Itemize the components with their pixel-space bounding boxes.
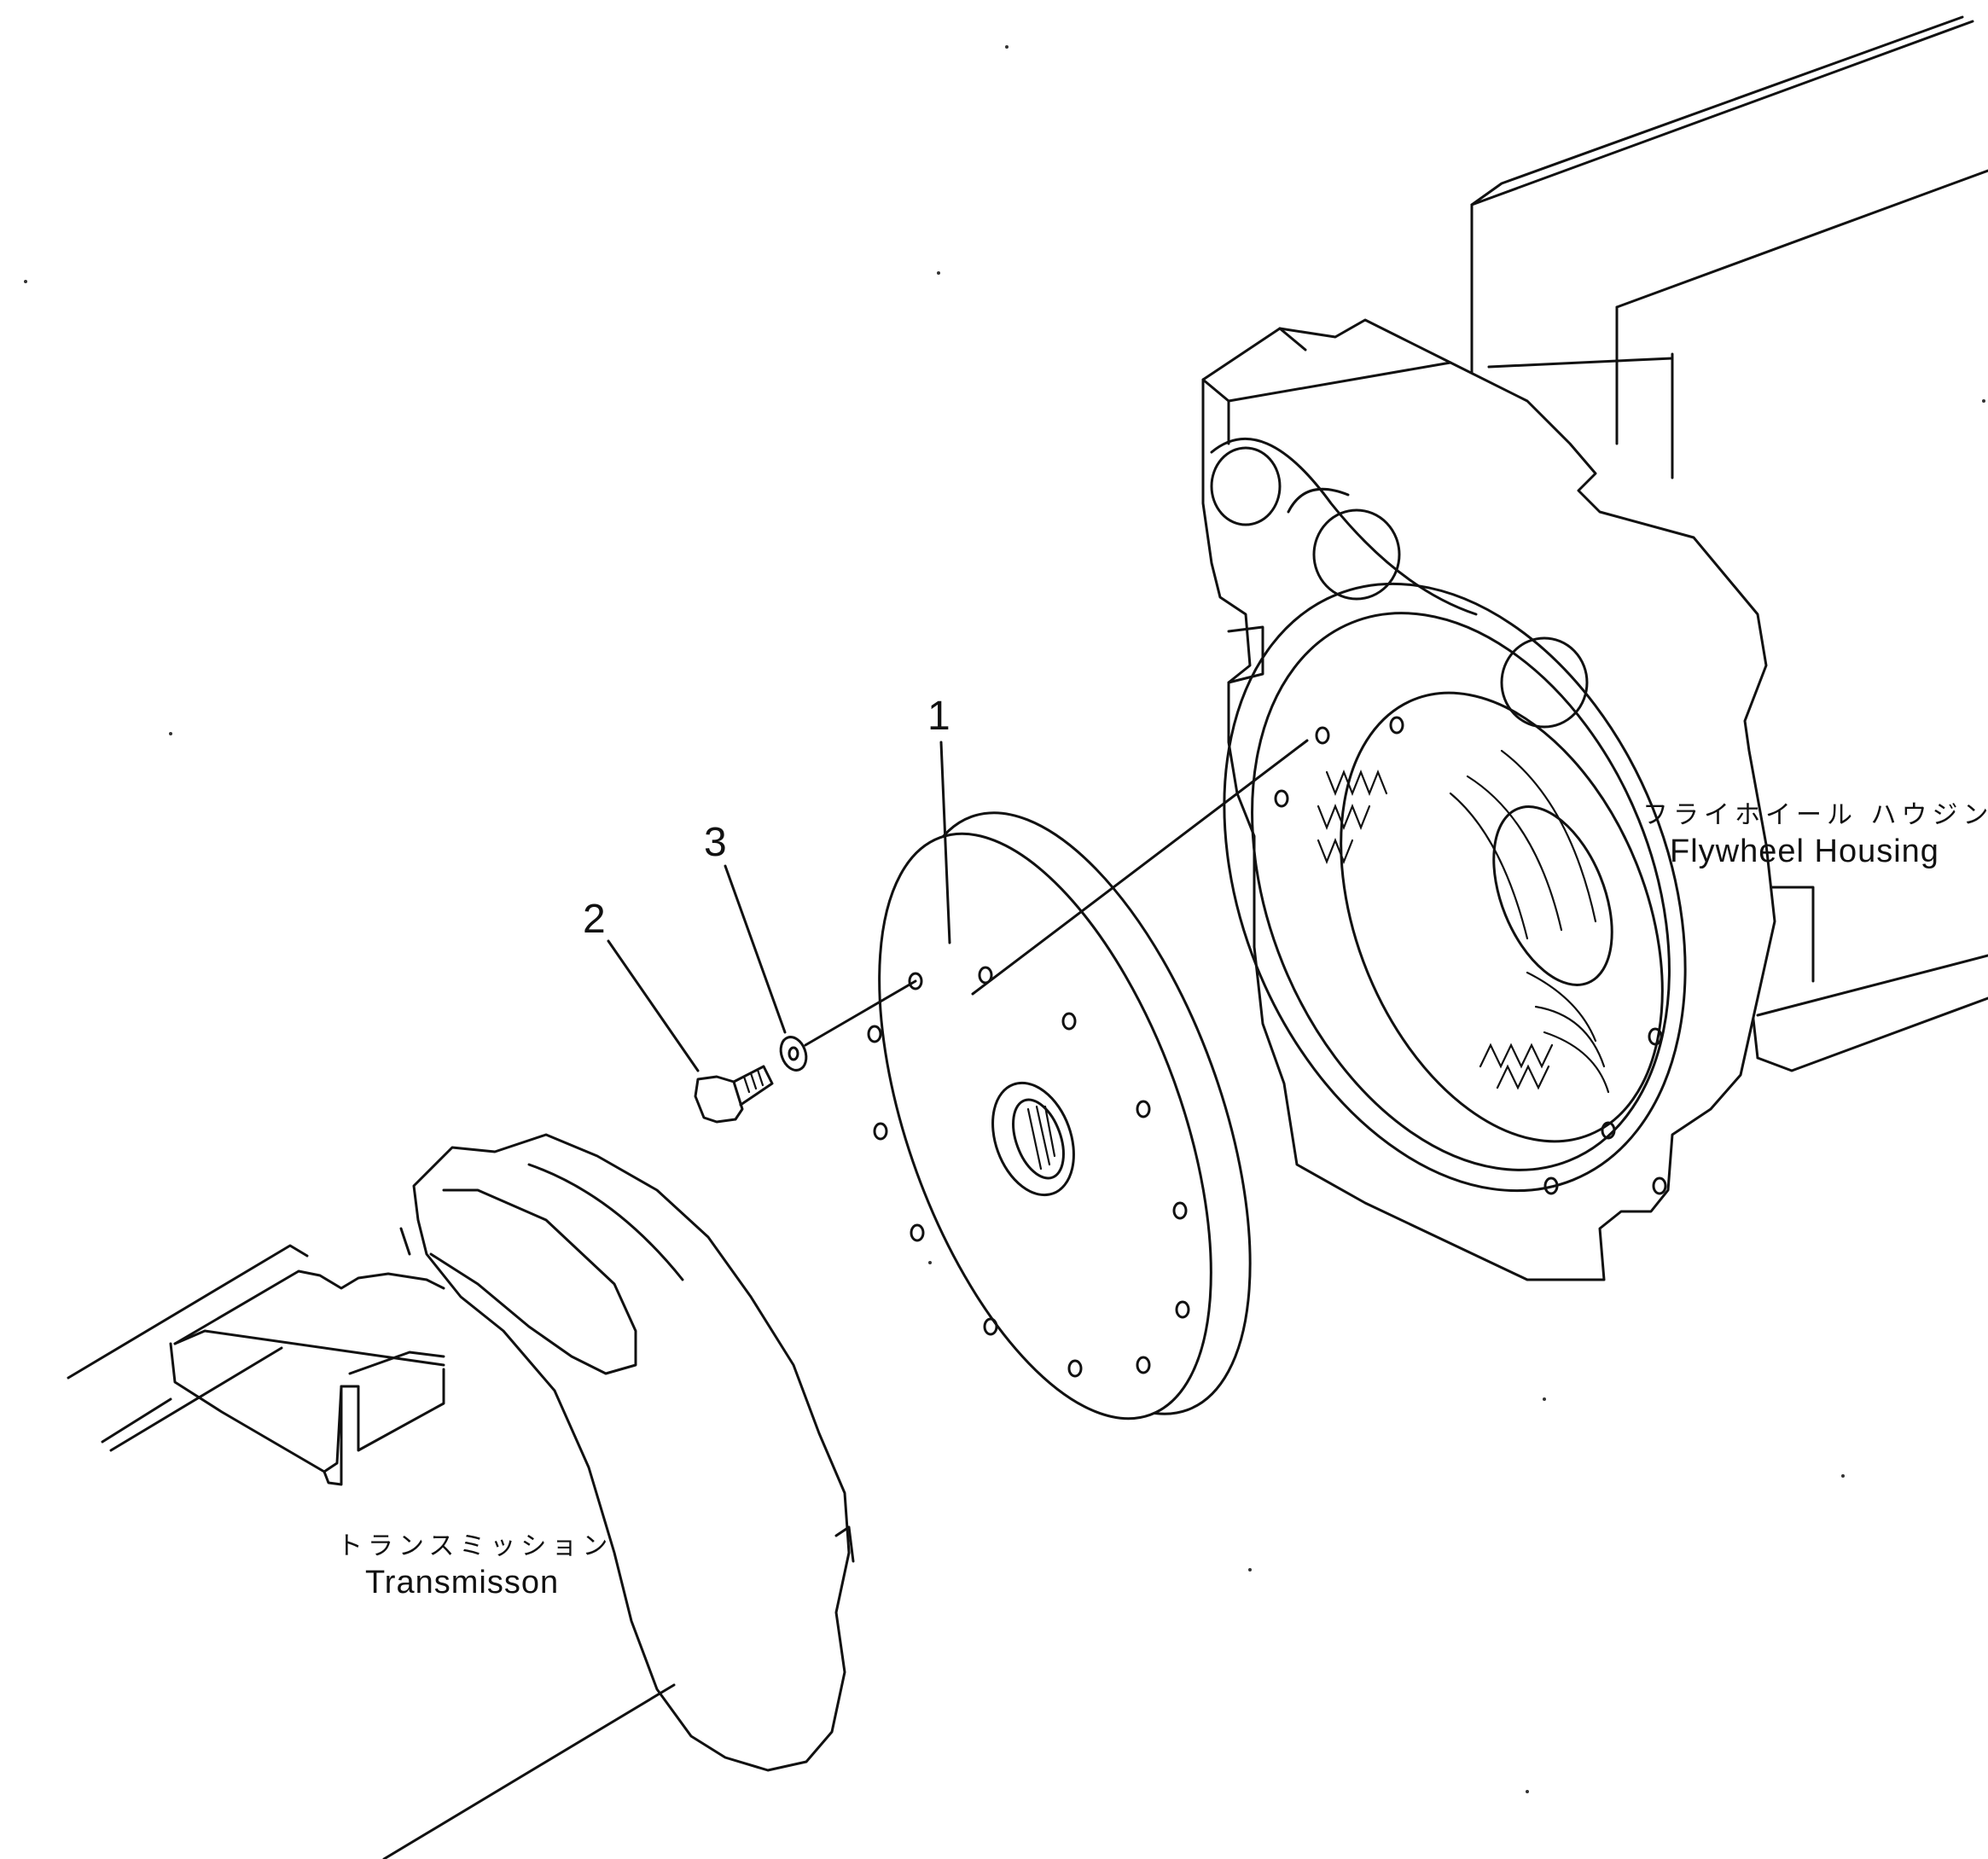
assembly-lines (804, 739, 1309, 1047)
flywheel-housing-label-jp: フライホイール ハウジング (1642, 800, 1988, 830)
bolt (694, 1065, 774, 1124)
transmission-label: トランスミッション Transmisson (337, 1531, 613, 1600)
callout-2: 2 (583, 897, 700, 1072)
callout-number-3: 3 (704, 820, 727, 865)
transmission (67, 1133, 855, 1859)
flywheel-housing-label-en: Flywheel Housing (1670, 834, 1939, 869)
callout-3: 3 (704, 820, 787, 1034)
flywheel-housing (1201, 15, 1988, 1281)
callout-1: 1 (927, 694, 951, 944)
flywheel-housing-label: フライホイール ハウジング Flywheel Housing (1642, 800, 1988, 869)
washer (779, 1036, 808, 1072)
transmission-label-en: Transmisson (365, 1565, 559, 1600)
transmission-label-jp: トランスミッション (337, 1531, 613, 1561)
callout-number-2: 2 (583, 897, 606, 942)
drive-plate (867, 811, 1252, 1420)
callout-number-1: 1 (927, 694, 950, 739)
scan-specks (24, 45, 1985, 1793)
